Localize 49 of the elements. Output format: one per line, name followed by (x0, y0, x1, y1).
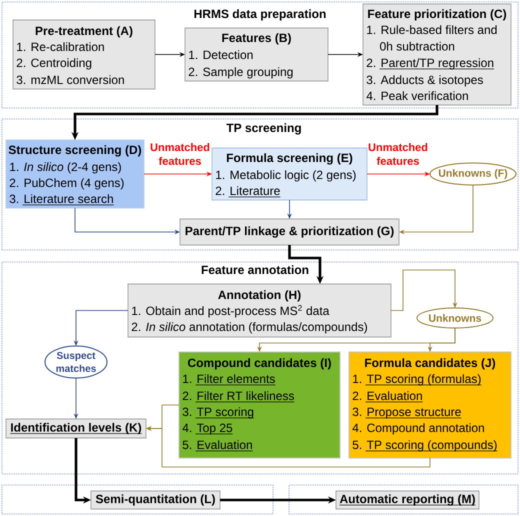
list-item: 2. Sample grouping (188, 67, 293, 78)
step-heading: Formula screening (E) (226, 153, 352, 165)
edge-label: Unmatched features (368, 143, 428, 165)
step-box: Identification levels (K) (6, 418, 146, 438)
list-item: 3. TP scoring (182, 407, 254, 418)
list-item: 1. Re-calibration (17, 42, 104, 52)
list-item: 2. In silico annotation (formulas/compounds) (132, 322, 367, 334)
list-item: 3. Adducts & isotopes (366, 75, 483, 86)
oval-node: Unknowns (416, 308, 494, 328)
list-item: 1. Detection (189, 50, 253, 60)
section-panel (288, 484, 519, 515)
step-heading: Compound candidates (I) (188, 358, 331, 370)
panel-title: TP screening (226, 123, 301, 135)
list-item: 5. TP scoring (compounds) (352, 440, 498, 452)
step-heading: Formula candidates (J) (365, 358, 496, 370)
list-item: 2. Parent/TP regression (366, 58, 494, 70)
oval-node: Suspect matches (44, 346, 108, 378)
list-item: 3. Propose structure (352, 408, 462, 418)
step-heading: Structure screening (D) (8, 145, 142, 157)
step-heading: Feature prioritization (C) (368, 9, 506, 20)
list-item: 2. Literature (216, 186, 281, 198)
list-item: 1. Metabolic logic (2 gens) (216, 170, 356, 182)
step-box: Parent/TP linkage & prioritization (G) (180, 218, 400, 246)
list-item: 1. Obtain and post-process MS$^{2}$ data (132, 305, 330, 318)
list-item: 2. Evaluation (352, 391, 424, 402)
step-heading: Features (B) (222, 33, 291, 44)
step-box: Semi-quantitation (L) (90, 490, 220, 510)
list-item: 4. Top 25 (182, 424, 234, 434)
list-item: 4. Peak verification (366, 91, 468, 100)
panel-title: Feature annotation (202, 265, 308, 274)
list-item: 1. TP scoring (formulas) (353, 374, 482, 386)
step-box: Automatic reporting (M) (336, 490, 480, 510)
list-item: 5. Evaluation (182, 440, 254, 452)
list-item: 2. Filter RT likeliness (182, 391, 295, 402)
list-item: 3. mzML conversion (16, 75, 124, 84)
step-heading: Annotation (H) (218, 290, 301, 302)
list-item: 2. Centroiding (16, 58, 92, 70)
list-item: 1. Rule-based filters and 0h subtraction (367, 25, 497, 51)
arrow (390, 270, 458, 311)
list-item: 2. PubChem (4 gens) (10, 178, 124, 190)
list-item: 1. Filter elements (183, 374, 276, 386)
oval-node: Unknowns (F) (430, 162, 516, 186)
step-heading: Pre-treatment (A) (36, 26, 132, 38)
list-item: 3. Literature search (10, 194, 114, 206)
section-panel (1, 484, 274, 515)
panel-title: HRMS data preparation (194, 9, 326, 20)
list-item: 4. Compound annotation (352, 423, 484, 434)
edge-label: Unmatched features (150, 143, 210, 165)
list-item: 1. In silico (2-4 gens) (10, 162, 121, 174)
